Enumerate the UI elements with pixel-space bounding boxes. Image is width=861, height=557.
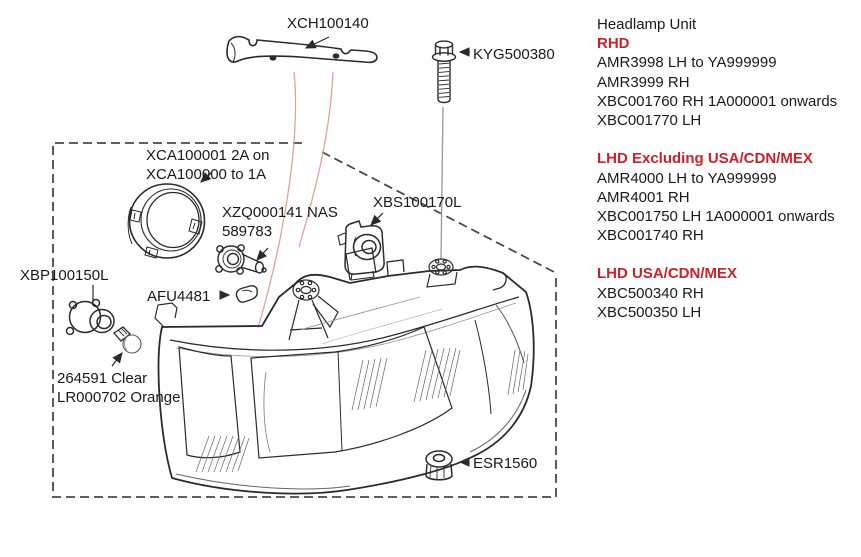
part-label-xca-line2: XCA100000 to 1A (146, 166, 267, 183)
section-heading-lhd-excl: LHD Excluding USA/CDN/MEX (597, 150, 813, 168)
bulb-xzq-drawing (215, 244, 267, 275)
part-label-264591: 264591 Clear LR000702 Orange (57, 369, 180, 407)
part-label-xzq-line1: XZQ000141 NAS (222, 204, 338, 221)
label-leader-lines (92, 36, 470, 467)
part-label-xbs100170l: XBS100170L (373, 194, 462, 211)
trim-leader-lines (257, 71, 334, 329)
part-number-line: XBC001750 LH 1A000001 onwards (597, 207, 835, 225)
part-number-line: AMR4000 LH to YA999999 (597, 169, 777, 187)
section-heading-rhd: RHD (597, 35, 630, 53)
section-spacer (597, 245, 837, 264)
part-label-xbp100150l: XBP100150L (20, 267, 109, 284)
part-number-line: XBC001770 LH (597, 111, 702, 129)
leveling-motor-drawing (337, 220, 385, 281)
bolt-drawing (431, 40, 457, 104)
section-spacer (597, 130, 837, 149)
part-label-xzq: XZQ000141 NAS 589783 (222, 203, 338, 241)
headlamp-body-drawing (154, 247, 535, 495)
trim-strip-drawing (226, 35, 378, 64)
clip-drawing (235, 285, 258, 303)
bulb-holder-drawing (65, 298, 115, 336)
indicator-bulb-drawing (113, 326, 142, 354)
part-number-line: AMR3999 RH (597, 73, 690, 91)
part-label-xch100140: XCH100140 (287, 15, 369, 32)
part-number-line: AMR3998 LH to YA999999 (597, 54, 777, 72)
dashed-boundary (52, 142, 557, 498)
part-number-line: XBC001760 RH 1A000001 onwards (597, 92, 838, 110)
part-number-line: XBC500350 LH (597, 303, 702, 321)
grommet-drawing (425, 450, 453, 481)
parts-list-title: Headlamp Unit (597, 16, 697, 33)
part-label-xca-line1: XCA100001 2A on (146, 147, 270, 164)
part-label-264591-line2: LR000702 Orange (57, 389, 181, 406)
retaining-ring-drawing (127, 183, 206, 259)
part-label-xca: XCA100001 2A on XCA100000 to 1A (146, 146, 269, 184)
part-label-264591-line1: 264591 Clear (57, 370, 148, 387)
part-label-xzq-line2: 589783 (222, 223, 273, 240)
section-heading-lhd-usa: LHD USA/CDN/MEX (597, 265, 738, 283)
bolt-leader-line (440, 106, 444, 261)
parts-list: Headlamp Unit RHD AMR3998 LH to YA999999… (597, 15, 837, 322)
part-label-kyg500380: KYG500380 (473, 46, 555, 63)
part-number-line: XBC001740 RH (597, 227, 704, 245)
part-number-line: XBC500340 RH (597, 284, 704, 302)
part-label-afu4481: AFU4481 (147, 288, 211, 305)
part-label-esr1560: ESR1560 (473, 455, 538, 472)
part-number-line: AMR4001 RH (597, 188, 690, 206)
